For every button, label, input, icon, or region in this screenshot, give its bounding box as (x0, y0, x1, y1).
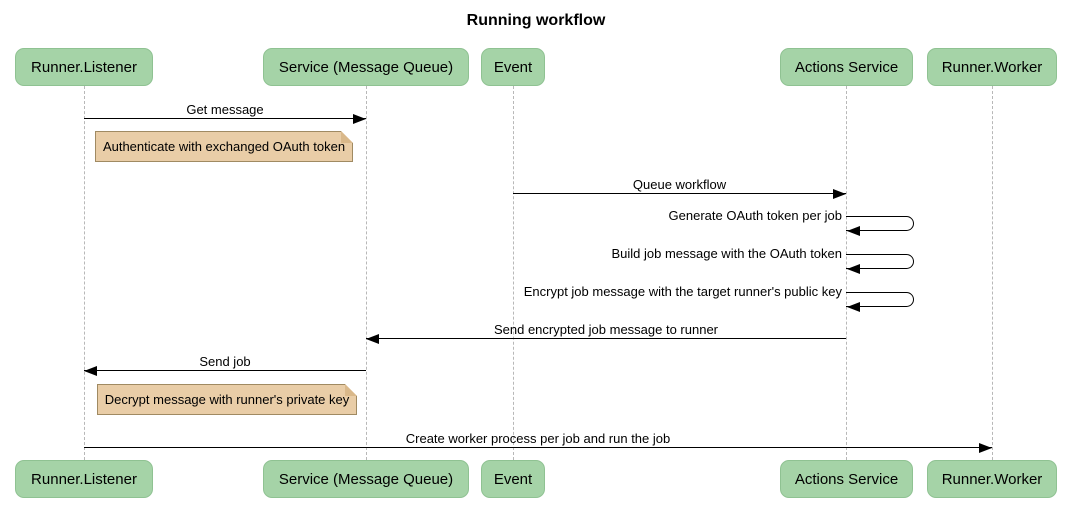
actor-bottom-actions-service: Actions Service (780, 460, 913, 498)
message-get-message: Get message (84, 103, 366, 124)
message-send-job: Send job (84, 355, 366, 376)
arrowhead-left-icon (847, 264, 860, 274)
message-send-encrypted-job-message: Send encrypted job message to runner (366, 323, 846, 344)
lifeline-service-message-queue (366, 86, 367, 460)
arrowhead-right-icon (353, 113, 366, 124)
actor-top-service-message-queue: Service (Message Queue) (263, 48, 469, 86)
note-decrypt: Decrypt message with runner's private ke… (97, 384, 357, 415)
lifeline-event (513, 86, 514, 460)
note-label: Authenticate with exchanged OAuth token (102, 139, 346, 154)
lifeline-runner-worker (992, 86, 993, 460)
actor-top-runner-listener: Runner.Listener (15, 48, 153, 86)
message-label: Build job message with the OAuth token (611, 246, 842, 261)
note-label: Decrypt message with runner's private ke… (104, 392, 350, 407)
message-label: Get message (186, 102, 264, 117)
message-label: Send encrypted job message to runner (493, 322, 719, 337)
actor-top-event: Event (481, 48, 545, 86)
message-label: Create worker process per job and run th… (405, 431, 671, 446)
actor-bottom-runner-listener: Runner.Listener (15, 460, 153, 498)
actor-bottom-event: Event (481, 460, 545, 498)
note-authenticate: Authenticate with exchanged OAuth token (95, 131, 353, 162)
message-label: Encrypt job message with the target runn… (523, 284, 842, 299)
arrowhead-left-icon (84, 365, 97, 376)
lifeline-runner-listener (84, 86, 85, 460)
actor-top-runner-worker: Runner.Worker (927, 48, 1057, 86)
self-loop-line (846, 292, 914, 307)
message-create-worker-process: Create worker process per job and run th… (84, 432, 992, 453)
message-queue-workflow: Queue workflow (513, 178, 846, 199)
note-folded-corner-icon (341, 131, 353, 143)
note-folded-corner-icon (345, 384, 357, 396)
self-loop-line (846, 254, 914, 269)
message-label: Queue workflow (632, 177, 727, 192)
message-label: Generate OAuth token per job (668, 208, 842, 223)
arrowhead-right-icon (979, 442, 992, 453)
actor-bottom-service-message-queue: Service (Message Queue) (263, 460, 469, 498)
message-label: Send job (199, 354, 251, 369)
arrowhead-left-icon (366, 333, 379, 344)
self-loop-line (846, 216, 914, 231)
actor-bottom-runner-worker: Runner.Worker (927, 460, 1057, 498)
diagram-title: Running workflow (466, 12, 606, 29)
lifeline-actions-service (846, 86, 847, 460)
arrowhead-left-icon (847, 226, 860, 236)
arrowhead-right-icon (833, 188, 846, 199)
arrowhead-left-icon (847, 302, 860, 312)
actor-top-actions-service: Actions Service (780, 48, 913, 86)
